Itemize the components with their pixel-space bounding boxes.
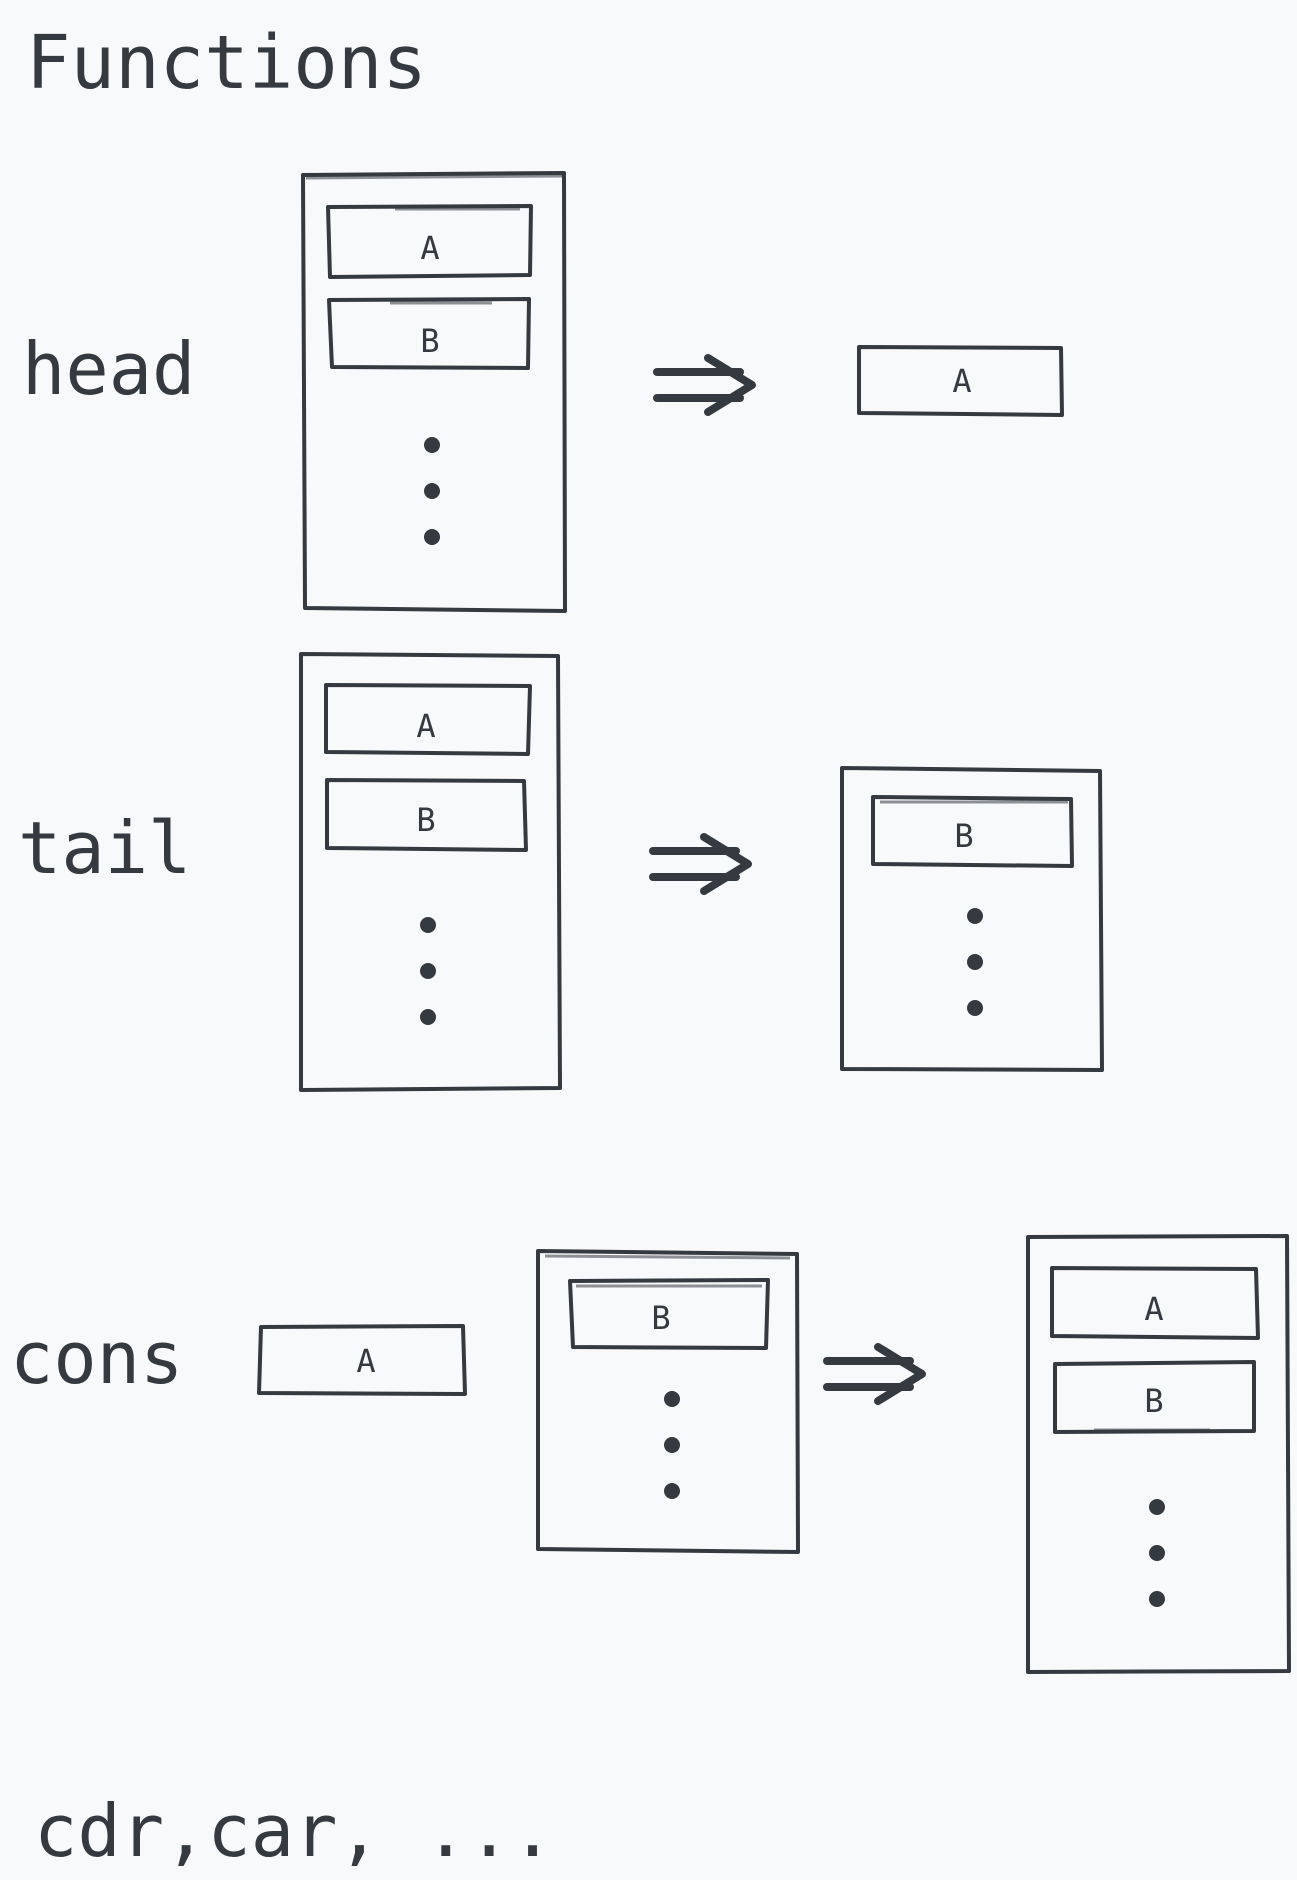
head-input-list: A B bbox=[301, 171, 567, 613]
cell-label: A bbox=[420, 229, 439, 267]
cell-label: B bbox=[1144, 1382, 1163, 1420]
head-output-cell-a: A bbox=[857, 345, 1064, 417]
ellipsis-dots bbox=[424, 437, 440, 545]
cell-label: A bbox=[1144, 1290, 1163, 1328]
head-input-cell-a: A bbox=[326, 204, 533, 279]
cell-label: B bbox=[954, 817, 973, 855]
page-title: Functions bbox=[26, 20, 427, 106]
cons-arrow-icon bbox=[823, 1343, 926, 1405]
cons-input-cell-b: B bbox=[568, 1278, 770, 1350]
tail-input-list: A B bbox=[299, 652, 562, 1092]
cons-input-list: B bbox=[536, 1249, 800, 1554]
head-arrow-icon bbox=[653, 354, 756, 416]
cell-label: A bbox=[356, 1342, 375, 1380]
ellipsis-dots bbox=[664, 1391, 680, 1499]
cell-label: A bbox=[952, 362, 971, 400]
function-label-head: head bbox=[22, 327, 196, 411]
function-label-cons: cons bbox=[10, 1316, 184, 1400]
head-input-cell-b: B bbox=[327, 297, 531, 370]
footer-text: cdr,car, ... bbox=[34, 1789, 555, 1873]
cons-output-list: A B bbox=[1026, 1234, 1291, 1674]
ellipsis-dots bbox=[420, 917, 436, 1025]
cons-output-cell-a: A bbox=[1050, 1266, 1260, 1340]
cell-label: A bbox=[416, 707, 435, 745]
function-label-tail: tail bbox=[18, 806, 192, 890]
ellipsis-dots bbox=[967, 908, 983, 1016]
tail-input-cell-a: A bbox=[324, 683, 532, 756]
tail-arrow-icon bbox=[649, 833, 752, 895]
tail-input-cell-b: B bbox=[325, 778, 528, 852]
cons-arg-cell-a: A bbox=[257, 1324, 467, 1396]
cell-label: B bbox=[420, 322, 439, 360]
cell-label: B bbox=[416, 801, 435, 839]
tail-output-list: B bbox=[840, 766, 1104, 1072]
ellipsis-dots bbox=[1149, 1499, 1165, 1607]
cell-label: B bbox=[651, 1299, 670, 1337]
tail-output-cell-b: B bbox=[871, 795, 1074, 868]
cons-output-cell-b: B bbox=[1053, 1360, 1256, 1434]
